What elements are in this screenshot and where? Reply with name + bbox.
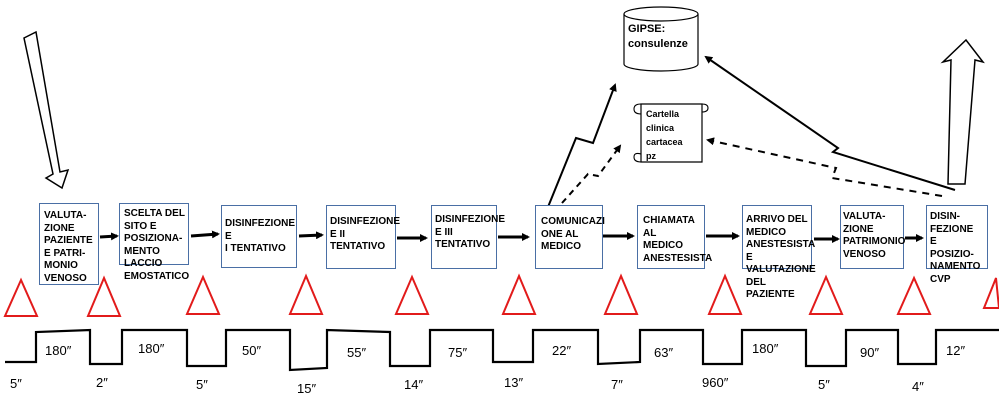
- wait-triangle: [3, 277, 39, 317]
- step-box-10: [926, 205, 988, 269]
- wait-duration-5: 14″: [404, 377, 424, 392]
- step-box-4: [326, 205, 396, 269]
- step-duration-8: 180″: [752, 341, 779, 356]
- step-label-8: ARRIVO DEL MEDICO ANESTESISTA E VALUTAZI…: [746, 214, 816, 300]
- step-label-1: VALUTA- ZIONE PAZIENTE E PATRI- MONIO VE…: [44, 210, 93, 284]
- step-duration-9: 90″: [860, 345, 880, 360]
- step-label-10: DISIN- FEZIONE E POSIZIO- NAMENTO CVP: [930, 211, 981, 285]
- wait-triangle: [896, 275, 932, 315]
- step-duration-10: 12″: [946, 343, 966, 358]
- step-label-7: CHIAMATA AL MEDICO ANESTESISTA: [643, 215, 713, 264]
- wait-duration-10: 4″: [912, 379, 924, 394]
- wait-duration-8: 960″: [702, 375, 729, 390]
- wait-duration-7: 7″: [611, 377, 623, 392]
- step-label-3: DISINFEZIONE E I TENTATIVO: [225, 218, 296, 254]
- step-box-1: [39, 203, 99, 285]
- wait-duration-2: 2″: [96, 375, 108, 390]
- step-box-9: [840, 205, 904, 269]
- step-duration-2: 180″: [138, 341, 165, 356]
- step-box-7: [637, 205, 705, 269]
- wait-triangle: [982, 277, 999, 309]
- step-label-5: DISINFEZIONE E III TENTATIVO: [435, 214, 506, 250]
- gipse-label: GIPSE: consulenze: [628, 23, 688, 50]
- step-box-6: [535, 205, 603, 269]
- cvp-to-gipse-arrow: [704, 55, 956, 191]
- wait-triangle: [603, 273, 639, 315]
- step-duration-4: 55″: [347, 345, 367, 360]
- step-box-5: [431, 205, 497, 269]
- wait-duration-3: 5″: [196, 377, 208, 392]
- wait-triangle: [288, 273, 324, 315]
- wait-triangle: [808, 274, 844, 315]
- flow-arrows: [99, 230, 924, 243]
- timeline-wave: [5, 328, 999, 372]
- step-label-9: VALUTA- ZIONE PATRIMONIO VENOSO: [843, 211, 906, 260]
- communication-to-record-arrow: [561, 144, 622, 204]
- wait-duration-1: 5″: [10, 376, 22, 391]
- entry-arrow-icon: [23, 30, 70, 190]
- step-duration-7: 63″: [654, 345, 674, 360]
- wait-triangle: [86, 275, 122, 317]
- step-label-6: COMUNICAZI ONE AL MEDICO: [541, 216, 605, 252]
- step-duration-3: 50″: [242, 343, 262, 358]
- step-box-8: [742, 205, 812, 269]
- step-duration-6: 22″: [552, 343, 572, 358]
- record-label: Cartella clinica cartacea pz: [646, 109, 683, 161]
- step-label-4: DISINFEZIONE E II TENTATIVO: [330, 216, 401, 252]
- gipse-database-icon: [623, 6, 699, 72]
- wait-triangle: [394, 274, 430, 315]
- wait-duration-4: 15″: [297, 381, 317, 396]
- step-label-2: SCELTA DEL SITO E POSIZIONA- MENTO LACCI…: [124, 208, 190, 282]
- step-box-3: [221, 205, 297, 268]
- step-box-2: [119, 203, 189, 265]
- wait-duration-6: 13″: [504, 375, 524, 390]
- wait-triangle: [707, 273, 743, 315]
- step-duration-5: 75″: [448, 345, 468, 360]
- paper-record-scroll-icon: [633, 103, 709, 163]
- wait-triangle: [501, 273, 537, 315]
- wait-triangle: [185, 274, 221, 315]
- exit-arrow-icon: [940, 38, 985, 185]
- step-duration-1: 180″: [45, 343, 72, 358]
- wait-triangles: [3, 273, 999, 317]
- cvp-to-record-arrow: [706, 137, 943, 197]
- communication-to-gipse-arrow: [547, 83, 617, 208]
- wait-duration-9: 5″: [818, 377, 830, 392]
